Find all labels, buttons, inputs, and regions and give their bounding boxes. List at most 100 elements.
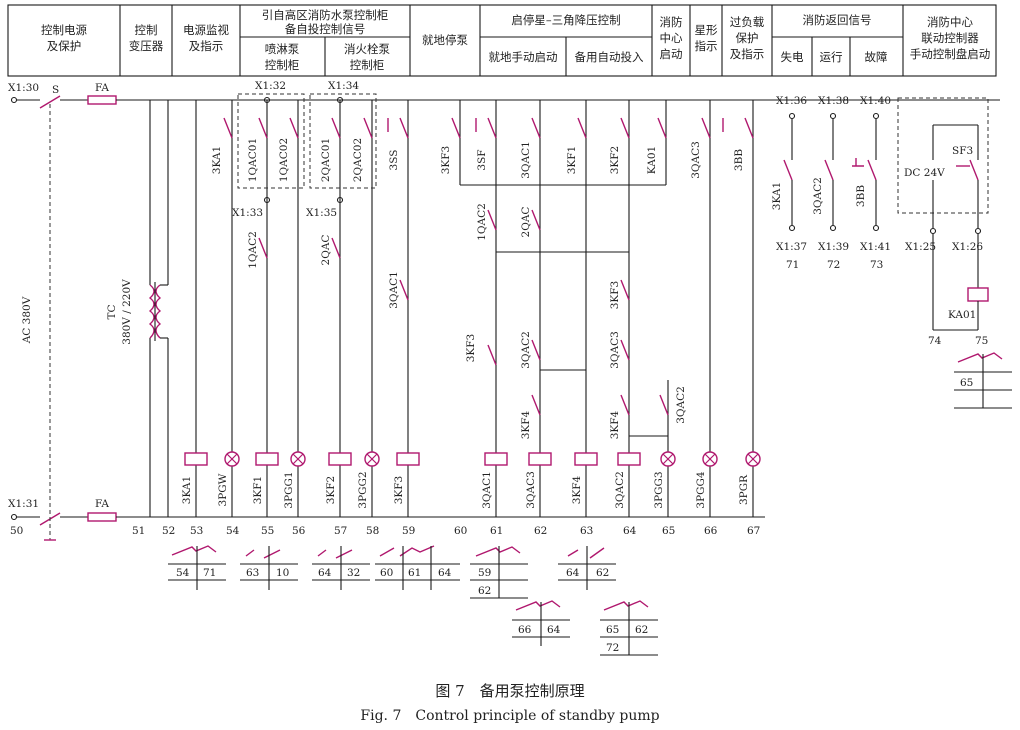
device-labels-top: 3KA1 1QAC01 1QAC02 2QAC01 2QAC02 3SS 3KF… [211,138,745,182]
hdr-spray-2: 控制柜 [265,58,300,72]
dev-1qac2-b: 1QAC2 [476,203,488,241]
power-supply: X1:30 X1:31 S FA FA AC 380V [8,82,1000,541]
xref-75: 65 [954,352,1012,409]
terminal-x1-41: X1:41 [860,241,891,253]
xref-g-0: 66 [518,624,532,636]
xref-h-0: 65 [606,624,619,636]
branch-wires [195,100,754,517]
header-table: 控制电源 及保护 控制 变压器 电源监视 及指示 引自高区消防水泵控制柜 备自投… [7,4,997,77]
rail-65: 65 [662,525,675,537]
hdr-monitor-2: 及指示 [189,39,224,53]
load-3pgr: 3PGR [738,474,750,505]
hdr-overload-3: 及指示 [730,47,765,61]
terminal-x1-40: X1:40 [860,95,891,107]
hdr-fire-1: 消防 [660,15,683,29]
xref-59: 60 61 64 [375,545,460,590]
dev-3kf1-top: 3KF1 [566,146,578,175]
hdr-fire-2: 中心 [660,31,683,45]
dev-r-3bb: 3BB [855,185,867,207]
dev-3kf4-b: 3KF4 [609,410,621,439]
terminal-x1-36: X1:36 [776,95,807,107]
rail-58: 58 [366,525,379,537]
hdr-manual-start: 就地手动启动 [489,50,558,64]
load-3qac1: 3QAC1 [481,471,493,509]
terminal-x1-34: X1:34 [328,80,359,92]
return-signals: X1:36 X1:38 X1:40 3KA1 3QAC2 3BB X1:37 X… [771,95,891,271]
xref-c-1: 32 [347,567,360,579]
device-labels-mid: 1QAC2 2QAC 3QAC1 1QAC2 2QAC 3KF3 3KF3 3Q… [247,203,687,439]
dev-3kf3-mid: 3KF3 [609,281,621,310]
rail-50: 50 [10,525,23,537]
hdr-power-2: 及保护 [47,39,82,53]
node-71: 71 [786,259,799,271]
dev-3ka1: 3KA1 [211,146,223,174]
rail-61: 61 [490,525,503,537]
load-3pgw: 3PGW [217,473,229,506]
xref-62: 66 64 [512,600,570,646]
dev-3kf3-top: 3KF3 [440,146,452,175]
dev-2qac02: 2QAC02 [352,138,364,182]
dev-3qac2-low: 3QAC2 [675,386,687,424]
hdr-hydrant-2: 控制柜 [350,58,385,72]
xref-b-0: 63 [246,567,259,579]
load-3qac2: 3QAC2 [614,471,626,509]
load-3qac3: 3QAC3 [525,471,537,509]
coil-symbol [484,452,508,466]
caption-cn: 图 7 备用泵控制原理 [435,682,584,700]
dev-3qac1-mid: 3QAC1 [388,271,400,309]
dev-3qac3-mid: 3QAC3 [609,331,621,369]
hdr-fire-3: 启动 [660,47,683,61]
xref-g-1: 64 [547,624,561,636]
hdr-fault: 故障 [865,50,888,64]
xref-63: 64 62 [558,546,616,590]
dev-3kf4-a: 3KF4 [520,410,532,439]
terminal-x1-26: X1:26 [952,241,983,253]
transformer-tc: TC 380V / 220V [106,100,169,517]
lamp-cross [704,453,716,465]
dev-3bb-top: 3BB [733,149,745,171]
rail-54: 54 [226,525,240,537]
hdr-monitor-1: 电源监视 [183,23,229,37]
dev-r-3qac2: 3QAC2 [812,177,824,215]
terminal-x1-32: X1:32 [255,80,286,92]
hdr-overload-1: 过负载 [730,15,765,29]
hdr-hydrant-1: 消火栓泵 [344,42,390,56]
rail-numbers: 50 51 52 53 54 55 56 57 58 59 60 61 62 6… [10,525,760,537]
rail-57: 57 [334,525,347,537]
terminal-x1-33: X1:33 [232,207,263,219]
xref-d-1: 61 [408,567,421,579]
dev-3qac2-mid: 3QAC2 [520,331,532,369]
hdr-loss: 失电 [781,50,804,64]
hdr-run: 运行 [820,50,843,64]
xref-61: 59 62 [470,546,528,599]
caption-en: Fig. 7 Control principle of standby pump [360,708,659,724]
device-labels-bottom: 3KA1 3PGW 3KF1 3PGG1 3KF2 3PGG2 3KF3 3QA… [181,471,750,509]
coil-symbol [574,452,598,466]
fuse-bottom-label: FA [95,498,109,510]
load-3pgg1: 3PGG1 [283,471,295,508]
hdr-star-1: 星形 [695,23,718,37]
lamp-cross [292,453,304,465]
load-3ka1: 3KA1 [181,476,193,504]
ka01-coil [967,287,989,302]
xref-e-0: 59 [478,567,491,579]
xref-f-0: 64 [566,567,580,579]
rail-52: 52 [162,525,175,537]
hdr-linkage-2: 联动控制器 [921,31,979,45]
xref-b-1: 10 [276,567,289,579]
rail-59: 59 [402,525,415,537]
fuse-top-label: FA [95,82,109,94]
terminal-x1-31: X1:31 [8,498,39,510]
rail-66: 66 [704,525,718,537]
supply-label: AC 380V [21,296,33,344]
rail-62: 62 [534,525,547,537]
terminal-x1-37: X1:37 [776,241,807,253]
dev-1qac2-a: 1QAC2 [247,231,259,269]
tc-label: TC [106,304,118,319]
box-spray-signals [237,93,305,189]
switch-s-label: S [52,84,59,96]
dev-3qac3-top: 3QAC3 [690,141,702,179]
load-3pgg4: 3PGG4 [695,471,707,509]
lamp-cross [226,453,238,465]
